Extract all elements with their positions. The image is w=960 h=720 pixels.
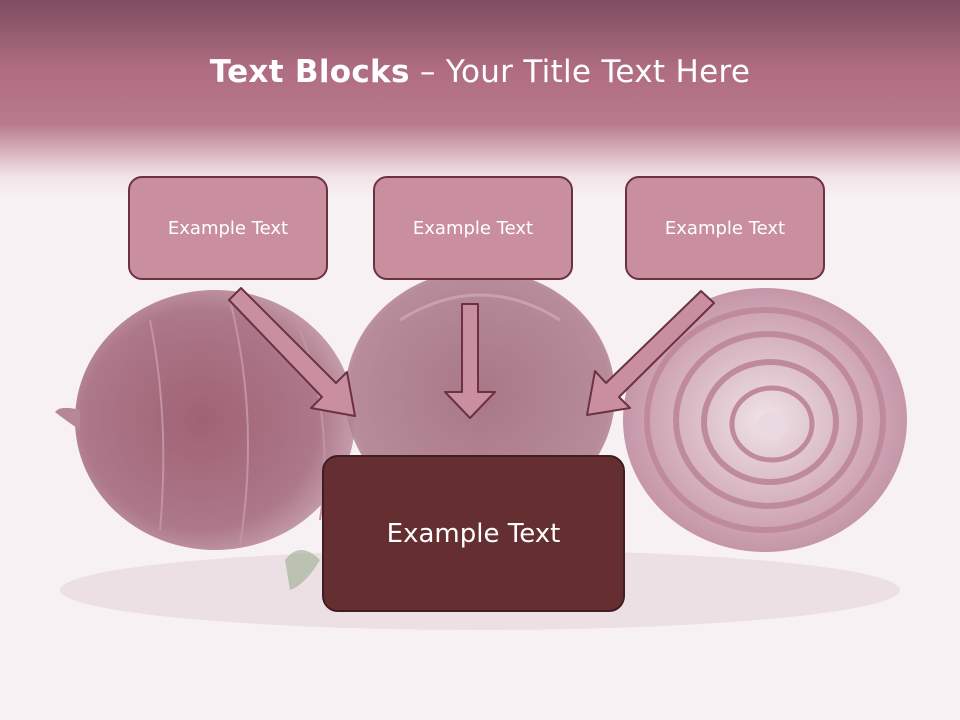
text-block-3[interactable]: Example Text [625,176,825,280]
title-bold: Text Blocks [209,54,410,90]
onion-half-right-image [623,288,907,552]
arrow-center-down [444,303,496,419]
title-band [0,0,960,200]
arrow-down-icon [228,287,715,419]
title-rest: – Your Title Text Here [409,54,751,90]
text-block-1[interactable]: Example Text [128,176,328,280]
slide-title: Text Blocks – Your Title Text Here [0,54,960,90]
arrow-right-diagonal [586,290,715,416]
onion-whole-left-image [55,290,355,550]
arrow-left-diagonal [228,287,356,417]
parsley-image [285,550,320,590]
main-text-block[interactable]: Example Text [322,455,625,612]
text-block-2[interactable]: Example Text [373,176,573,280]
